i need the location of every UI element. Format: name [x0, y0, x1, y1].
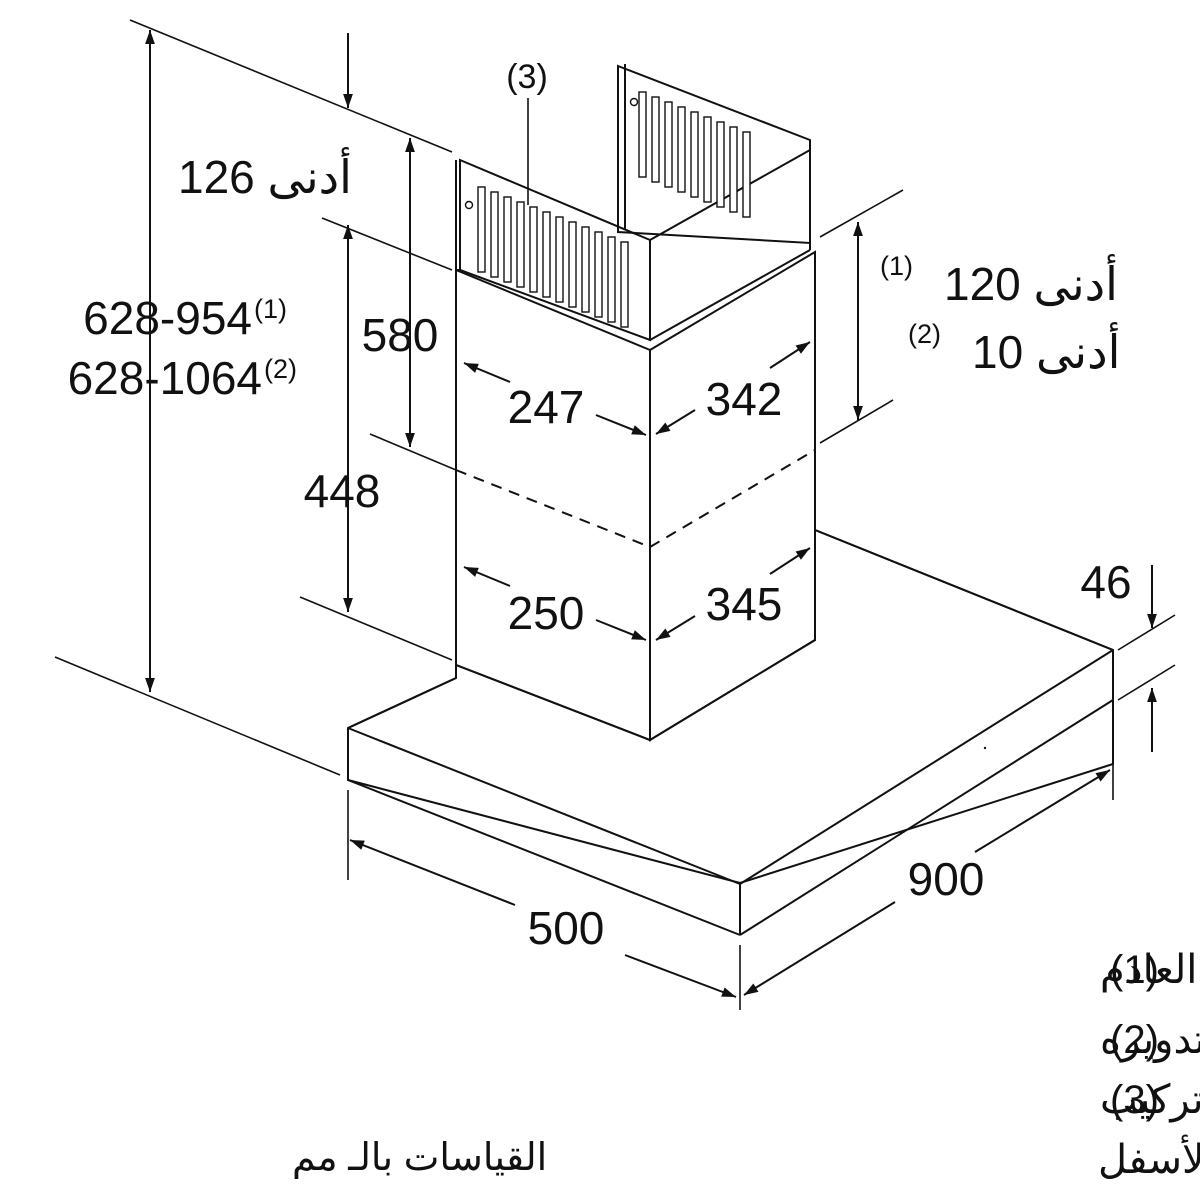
label-448: 448: [304, 465, 381, 517]
dim-250: [463, 566, 647, 641]
legend-item-1-number: (1): [1110, 948, 1159, 992]
legend-item-2-number: (2): [1110, 1018, 1159, 1062]
dim-46: [1117, 565, 1176, 752]
dim-500: [347, 790, 741, 1010]
air-outlet-vents-front: [464, 186, 629, 328]
label-min-120-note: (1): [880, 251, 913, 281]
label-range-1-note: (1): [254, 294, 287, 324]
dim-342: [655, 341, 811, 435]
wall-reference-lines: [54, 399, 894, 776]
legend-item-3-text: مخرج تصريف الهواء - تركيب: [1100, 1078, 1200, 1124]
label-342: 342: [706, 373, 783, 425]
air-outlet-vents-back: [629, 91, 751, 218]
label-250: 250: [508, 587, 585, 639]
label-min-126: أدنى 126: [178, 147, 352, 203]
legend: هواء العادم (1) الهواء الذي يجري تدويره …: [1098, 948, 1200, 1183]
legend-item-1-text: هواء العادم: [1100, 948, 1200, 993]
dim-900: [743, 712, 1114, 996]
label-min-10-note: (2): [908, 319, 941, 349]
dim-247: [463, 362, 647, 436]
legend-item-3-number: (3): [1110, 1078, 1159, 1122]
label-range-2: 628-1064: [68, 352, 262, 404]
dim-345: [655, 547, 811, 641]
canopy-body: [347, 528, 1114, 936]
units-note: القياسات بالـ مم: [292, 1137, 547, 1179]
label-580: 580: [362, 309, 439, 361]
label-min-10: أدنى 10: [972, 322, 1120, 378]
label-345: 345: [706, 578, 783, 630]
label-500: 500: [528, 902, 605, 954]
label-range-2-note: (2): [264, 354, 297, 384]
callout-3-label: (3): [506, 58, 548, 96]
chimney-upper-section: [459, 64, 811, 342]
legend-item-2-text: الهواء الذي يجري تدويره: [1100, 1018, 1200, 1063]
label-247: 247: [508, 381, 585, 433]
label-900: 900: [908, 853, 985, 905]
label-range-1: 628-954: [83, 292, 252, 344]
legend-item-3-text-line-2: الفتحات بالنسبة لهواء العادم لأسفل: [1098, 1134, 1200, 1183]
label-min-120: أدنى 120: [944, 254, 1118, 310]
label-46: 46: [1080, 556, 1131, 608]
